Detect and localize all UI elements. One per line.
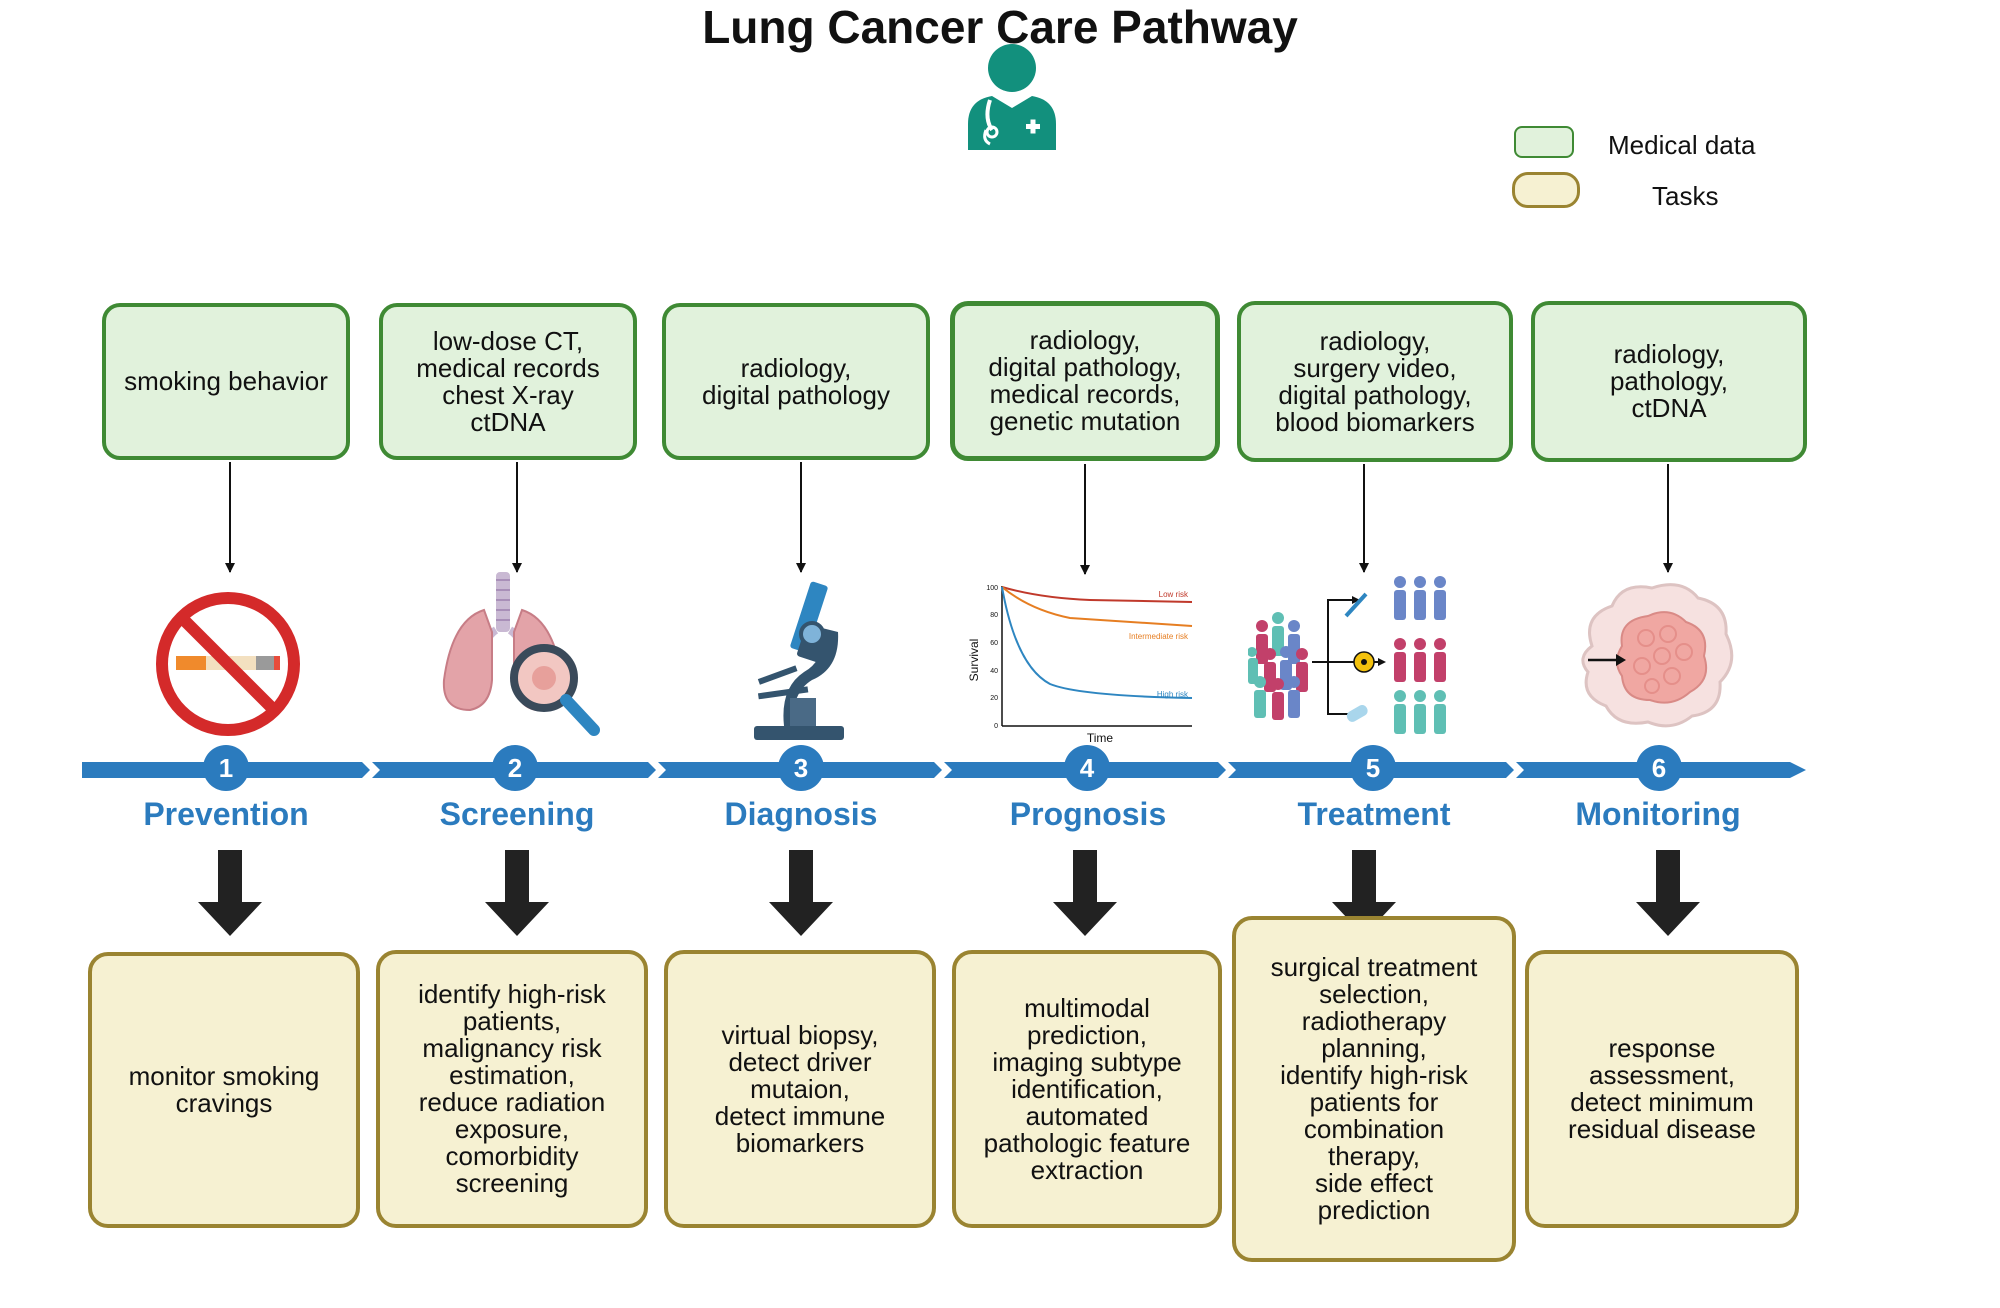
legend-label-medical-data: Medical data — [1608, 130, 1756, 160]
data-box-treatment: radiology, surgery video, digital pathol… — [1237, 301, 1513, 462]
legend-swatch-medical-data — [1514, 126, 1574, 158]
stage-label-prognosis: Prognosis — [1009, 796, 1167, 832]
stage-label-treatment: Treatment — [1297, 796, 1451, 832]
survival-tick-100: 100 — [986, 585, 998, 592]
doctor-icon — [968, 44, 1056, 150]
big-arrow-screening — [485, 850, 549, 936]
task-box-diagnosis: virtual biopsy, detect driver mutaion, d… — [664, 950, 936, 1228]
task-box-treatment: surgical treatment selection, radiothera… — [1232, 916, 1516, 1262]
task-box-screening: identify high-risk patients, malignancy … — [376, 950, 648, 1228]
lungs-magnifier-icon — [442, 572, 600, 736]
stage-number-1: 1 — [203, 745, 249, 791]
survival-tick-40: 40 — [990, 668, 998, 675]
page-title: Lung Cancer Care Pathway — [702, 1, 1298, 53]
data-arrows — [225, 462, 1673, 575]
survival-tick-0: 0 — [994, 723, 998, 730]
legend-swatch-tasks — [1512, 172, 1580, 208]
pill-icon — [1346, 705, 1368, 722]
data-box-screening: low-dose CT, medical records chest X-ray… — [379, 303, 637, 460]
task-box-prevention: monitor smoking cravings — [88, 952, 360, 1228]
stage-label-diagnosis: Diagnosis — [724, 796, 878, 832]
big-arrow-prognosis — [1053, 850, 1117, 936]
mixed-patient-group — [1248, 612, 1308, 720]
survival-ylabel: Survival — [967, 639, 981, 682]
stage-number-6: 6 — [1636, 745, 1682, 791]
stage-number-4: 4 — [1064, 745, 1110, 791]
big-arrow-prevention — [198, 850, 262, 936]
no-smoking-icon — [156, 592, 300, 736]
patient-group-radiotherapy — [1394, 638, 1446, 682]
data-box-diagnosis: radiology, digital pathology — [662, 303, 930, 460]
stage-label-monitoring: Monitoring — [1575, 796, 1741, 832]
task-box-monitoring: response assessment, detect minimum resi… — [1525, 950, 1799, 1228]
data-box-prognosis: radiology, digital pathology, medical re… — [950, 301, 1220, 461]
big-arrow-monitoring — [1636, 850, 1700, 936]
survival-tick-60: 60 — [990, 640, 998, 647]
legend-label-tasks: Tasks — [1652, 181, 1719, 211]
timeline — [82, 762, 1806, 778]
survival-tick-80: 80 — [990, 612, 998, 619]
survival-legend-intermediate-risk: Intermediate risk — [1129, 632, 1189, 641]
task-arrows — [198, 850, 1700, 936]
survival-curve-icon: 100 80 60 40 20 0 Low risk Intermediate … — [967, 585, 1193, 745]
stage-label-prevention: Prevention — [143, 796, 309, 832]
patient-groups-icon — [1248, 576, 1446, 734]
survival-xlabel: Time — [1087, 731, 1114, 745]
data-box-monitoring: radiology, pathology, ctDNA — [1531, 301, 1807, 462]
survival-tick-20: 20 — [990, 695, 998, 702]
scalpel-icon — [1344, 592, 1368, 618]
patient-group-surgery — [1394, 576, 1446, 620]
big-arrow-diagnosis — [769, 850, 833, 936]
survival-curve-high-risk — [1001, 586, 1193, 699]
data-box-prevention: smoking behavior — [102, 303, 350, 460]
tumor-icon — [1581, 583, 1734, 728]
stage-number-2: 2 — [492, 745, 538, 791]
patient-group-drug — [1394, 690, 1446, 734]
stage-number-3: 3 — [778, 745, 824, 791]
survival-curve-low-risk — [1001, 586, 1193, 603]
stage-number-5: 5 — [1350, 745, 1396, 791]
big-arrow-treatment — [1332, 850, 1396, 936]
survival-curve-intermediate-risk — [1001, 586, 1193, 627]
survival-legend-low-risk: Low risk — [1159, 590, 1189, 599]
stage-label-screening: Screening — [439, 796, 595, 832]
survival-legend-high-risk: High risk — [1157, 690, 1189, 699]
microscope-icon — [754, 581, 844, 740]
task-box-prognosis: multimodal prediction, imaging subtype i… — [952, 950, 1222, 1228]
